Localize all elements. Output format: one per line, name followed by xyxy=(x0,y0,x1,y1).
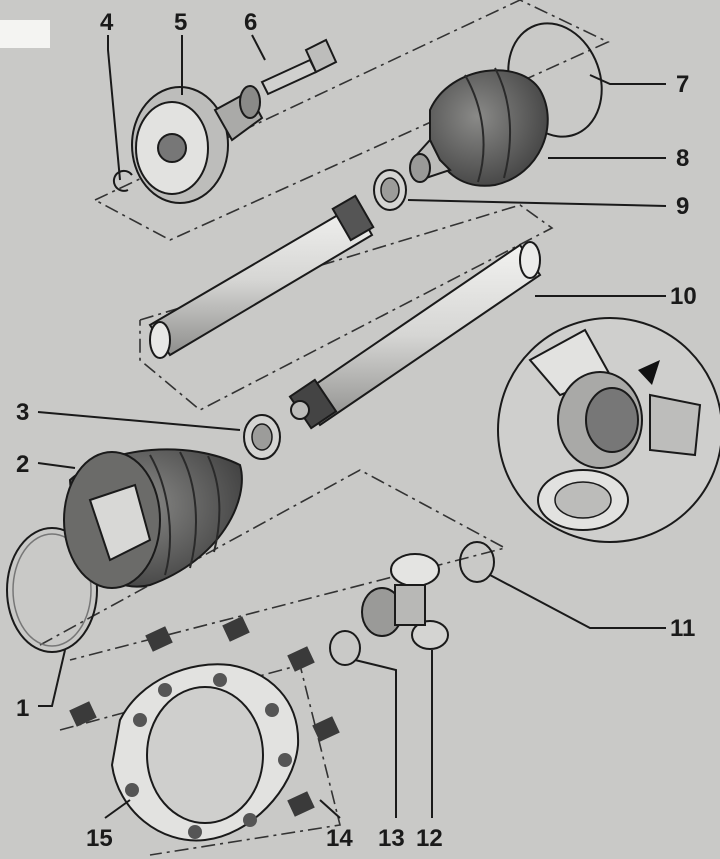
flange-bolts xyxy=(69,616,340,817)
callout-2: 2 xyxy=(16,451,29,478)
callout-1: 1 xyxy=(16,695,29,722)
circlip xyxy=(112,169,133,192)
callout-4: 4 xyxy=(100,9,114,36)
callout-12: 12 xyxy=(416,825,443,852)
o-ring xyxy=(459,541,495,583)
o-ring-small xyxy=(329,630,361,666)
boot-large xyxy=(63,448,243,589)
flange-plate xyxy=(110,663,300,842)
callout-9: 9 xyxy=(676,193,689,220)
callout-15: 15 xyxy=(86,825,113,852)
corner-mark xyxy=(0,20,50,48)
bolt xyxy=(260,38,338,96)
detail-inset xyxy=(497,317,720,543)
boot-upper xyxy=(409,67,549,187)
callout-13: 13 xyxy=(378,825,405,852)
callout-10: 10 xyxy=(670,283,697,310)
drive-shaft xyxy=(288,241,542,430)
callout-3: 3 xyxy=(16,399,29,426)
tripod-joint xyxy=(361,553,449,650)
clamp-ring-large xyxy=(6,527,98,653)
callout-14: 14 xyxy=(326,825,353,852)
shaft-upper xyxy=(148,194,375,359)
callout-7: 7 xyxy=(676,71,689,98)
cv-joint xyxy=(131,85,264,204)
callout-11: 11 xyxy=(670,615,695,642)
clamp-ring-large-inner xyxy=(12,533,92,647)
callout-6: 6 xyxy=(244,9,257,36)
clamp-small-lower xyxy=(243,414,281,460)
callout-8: 8 xyxy=(676,145,689,172)
callout-labels: 1 2 3 4 5 6 7 8 9 10 11 12 13 14 15 xyxy=(16,9,697,852)
callout-5: 5 xyxy=(174,9,187,36)
clamp-small-upper xyxy=(373,169,407,211)
arrow-icon xyxy=(638,360,660,385)
leader-lines xyxy=(37,34,667,819)
